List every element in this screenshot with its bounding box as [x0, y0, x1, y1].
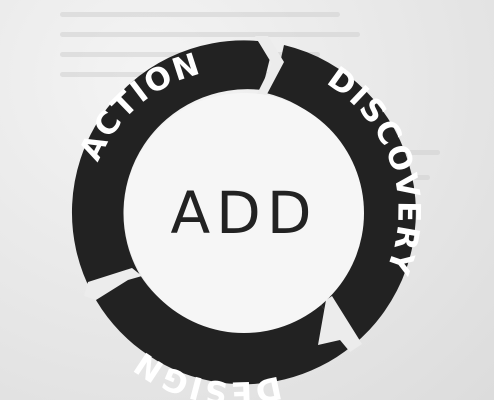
bleed-through-line [60, 32, 360, 37]
segment-action [71, 40, 270, 293]
divider-action-start [84, 268, 142, 300]
center-disc [124, 93, 364, 333]
segment-discovery [266, 45, 416, 346]
bleed-through-line [60, 12, 340, 17]
divider-discovery-start [255, 36, 284, 96]
cycle-ring [71, 36, 416, 385]
center-label: ADD [171, 179, 318, 247]
segment-design [92, 275, 352, 385]
divider-design-start [318, 296, 362, 352]
